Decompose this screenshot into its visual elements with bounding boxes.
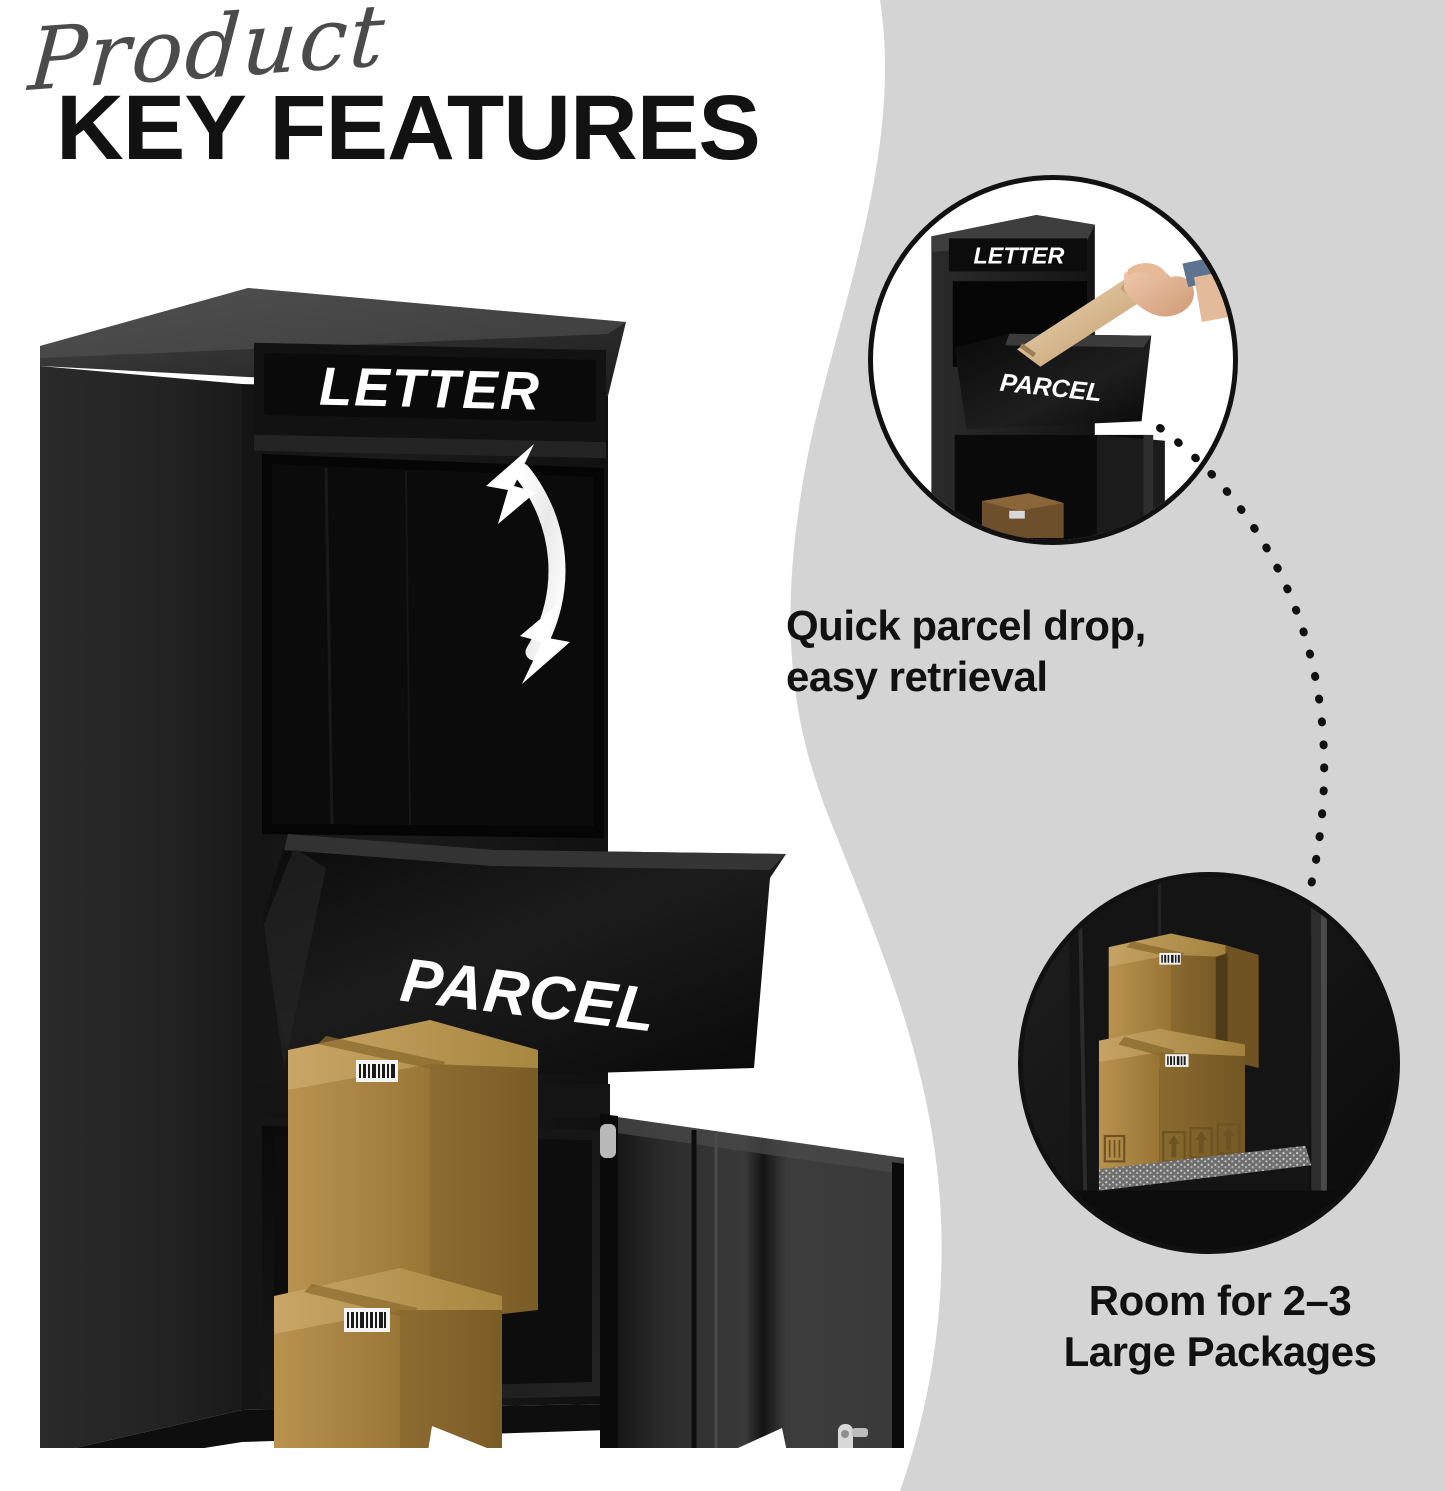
inset-package-lower — [1098, 1028, 1246, 1175]
caption-capacity: Room for 2–3 Large Packages — [1010, 1275, 1430, 1377]
caption-parcel-drop-line2: easy retrieval — [786, 653, 1048, 701]
inset-letter-label: LETTER — [974, 243, 1065, 269]
mailbox-left-panel — [40, 366, 242, 1448]
inset-floor-mat — [1098, 1145, 1312, 1191]
door-key-lock — [838, 1424, 868, 1448]
page-title: KEY FEATURES — [56, 77, 761, 179]
letter-slot-label: LETTER — [319, 357, 541, 422]
caption-parcel-drop-line1: Quick parcel drop, — [786, 602, 1146, 649]
letter-slot-motion-arrow — [486, 444, 570, 684]
feature-inset-parcel-drop: LETTER PARCEL — [868, 175, 1238, 545]
parcel-drop-scene: LETTER PARCEL — [873, 180, 1233, 540]
capacity-scene — [1023, 877, 1395, 1249]
door-swing-motion-arrow — [428, 1426, 787, 1448]
package-upper — [288, 1020, 538, 1334]
caption-capacity-line2: Large Packages — [1063, 1328, 1377, 1376]
package-lower — [274, 1268, 502, 1448]
parcel-compartment-door — [600, 1114, 904, 1448]
caption-parcel-drop: Quick parcel drop, easy retrieval — [786, 600, 1306, 702]
headline-block: Product KEY FEATURES — [8, 0, 808, 174]
inset-package-bottom — [981, 493, 1064, 539]
mailbox-illustration: LETTER PARCEL — [40, 288, 904, 1448]
feature-inset-capacity — [1018, 872, 1400, 1254]
package-stack-main — [274, 1020, 538, 1448]
door-hinge-top — [600, 1124, 616, 1158]
letter-compartment-cavity — [262, 454, 604, 838]
caption-capacity-line1: Room for 2–3 — [1088, 1277, 1352, 1324]
parcel-flap: PARCEL — [262, 834, 786, 1082]
letter-slot-panel: LETTER — [254, 342, 606, 459]
